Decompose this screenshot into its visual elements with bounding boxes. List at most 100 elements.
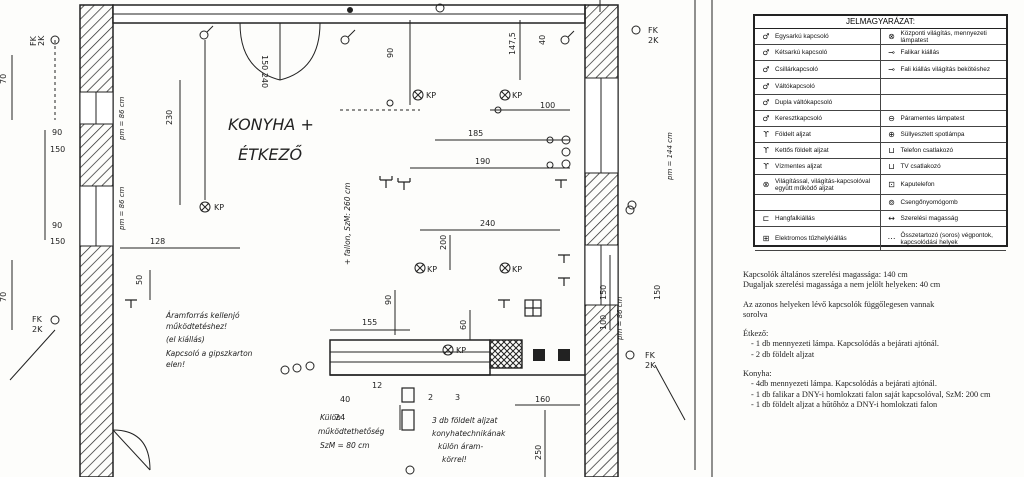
legend-row-right: ⊔ Telefon csatlakozó — [880, 143, 1006, 159]
legend-symbol-icon: ⊸ — [888, 48, 895, 57]
legend-label: Telefon csatlakozó — [900, 147, 954, 154]
legend-label: Kaputelefon — [900, 181, 935, 188]
legend-symbol-icon: ⊕ — [888, 130, 895, 139]
legend-label: Süllyesztett spotlámpa — [900, 131, 965, 138]
etkezo-item: 1 db mennyezeti lámpa. Kapcsolódás a bej… — [751, 339, 1018, 349]
power-note-4: Kapcsoló a gipszkarton — [166, 349, 253, 358]
wall-note-3: SzM = 80 cm — [320, 441, 370, 450]
lamp-kp-5: KP — [499, 262, 522, 274]
legend-symbol-icon: ♂ — [762, 82, 770, 91]
legend-label: Dupla váltókapcsoló — [775, 99, 833, 106]
svg-text:KP: KP — [427, 265, 437, 274]
power-note-5: elen! — [166, 360, 185, 369]
legend-symbol-icon: ϒ — [763, 146, 769, 155]
legend-label: Világítással, világítás-kapcsolóval együ… — [775, 177, 871, 192]
dim-90-a: 90 — [52, 128, 62, 137]
legend-label: Egysarkú kapcsoló — [775, 33, 829, 40]
svg-text:2K: 2K — [37, 35, 46, 46]
legend-label: Páramentes lámpatest — [900, 115, 965, 122]
parapet-right-low: pm = 86 cm — [616, 296, 624, 341]
legend-symbol-icon: ⋯ — [887, 234, 896, 243]
dim-2: 2 — [428, 393, 433, 402]
legend-row-right — [880, 79, 1006, 95]
dim-90-b: 90 — [52, 221, 62, 230]
legend-label: Keresztkapcsoló — [775, 115, 822, 122]
legend-symbol-icon: ϒ — [763, 162, 769, 171]
note-socket-height: Dugaljak szerelési magassága a nem jelöl… — [743, 280, 941, 290]
legend-row-left: ♂Csillárkapcsoló — [755, 61, 881, 79]
dim-100-right: 100 — [599, 315, 608, 330]
power-note-2: működtetéshez! — [166, 322, 227, 331]
dim-60: 60 — [459, 320, 468, 330]
svg-text:2K: 2K — [645, 361, 656, 370]
legend-row-left: ♂ Dupla váltókapcsoló — [755, 95, 881, 111]
legend-row-left: ♂ Váltókapcsoló — [755, 79, 881, 95]
side-markers: FK 2K FK 2K FK 2K FK 2K — [29, 3, 659, 370]
legend-row-right: ⋯ Összetartozó (soros) végpontok, kapcsol… — [880, 227, 1006, 251]
door-top — [239, 22, 321, 81]
dim-150-b: 150 — [50, 237, 65, 246]
dim-100: 100 — [540, 101, 555, 110]
legend-row-left: ♂ Egysarkú kapcsoló — [755, 29, 881, 45]
legend-label: Csillárkapcsoló — [775, 66, 818, 73]
legend-symbol-icon: ⊔ — [888, 146, 895, 155]
sockets-note-2: konyhatechnikának — [432, 429, 506, 438]
legend-label: Összetartozó (soros) végpontok, kapcsoló… — [900, 231, 993, 246]
dim-40-b: 40 — [538, 35, 547, 45]
power-note-1: Áramforrás kellenjó — [165, 311, 240, 320]
dim-200: 200 — [439, 235, 448, 250]
dim-250: 250 — [534, 445, 543, 460]
etkezo-title: Étkező: — [743, 329, 769, 339]
legend: JELMAGYARÁZAT: ♂Egysarkú kapcsoló⊗Közpon… — [753, 14, 1008, 251]
sockets-note-4: körrel! — [442, 455, 467, 464]
legend-row-right: ⊕ Süllyesztett spotlámpa — [880, 127, 1006, 143]
wall-note-1: Külön — [320, 413, 341, 422]
note-switch-height: Kapcsolók általános szerelési magassága:… — [743, 270, 908, 279]
legend-symbol-icon: ♂ — [762, 98, 770, 107]
dim-90-d: 90 — [384, 295, 393, 305]
svg-text:FK: FK — [645, 351, 656, 360]
dim-50: 50 — [135, 275, 144, 285]
svg-text:FK: FK — [32, 315, 43, 324]
legend-row-left: ♂Kétsarkú kapcsoló — [755, 45, 881, 61]
legend-grid: ♂Egysarkú kapcsoló⊗Központi világítás, m… — [755, 29, 1006, 251]
note-vertical-1: Az azonos helyeken lévő kapcsolók függől… — [743, 299, 935, 309]
legend-label: Falikar kiállás — [900, 49, 940, 56]
dim-40: 40 — [340, 395, 350, 404]
konyha-list: 4db mennyezeti lámpa. Kapcsolódás a bejá… — [743, 379, 1018, 410]
dim-24: 24 — [335, 413, 345, 422]
svg-text:KP: KP — [512, 265, 522, 274]
svg-text:FK: FK — [648, 26, 659, 35]
legend-label: Váltókapcsoló — [775, 83, 815, 90]
legend-row-right — [880, 95, 1006, 111]
legend-symbol-icon: ♂ — [762, 32, 770, 41]
dim-155: 155 — [362, 318, 377, 327]
legend-row-right: ⊔TV csatlakozó — [880, 159, 1006, 175]
konyha-item: 4db mennyezeti lámpa. Kapcsolódás a bejá… — [751, 379, 1018, 389]
lamp-kp-6: KP — [442, 344, 466, 356]
legend-symbol-icon: ⊖ — [888, 114, 895, 123]
legend-symbol-icon: ↔ — [888, 214, 895, 223]
wall-note-2: működtethetőség — [318, 427, 385, 436]
legend-row-left: ϒ Vízmentes aljzat — [755, 159, 881, 175]
dim-150-240: 150 240 — [260, 55, 269, 88]
dim-128: 128 — [150, 237, 165, 246]
legend-title: JELMAGYARÁZAT: — [755, 16, 1006, 29]
lamp-kp-4: KP — [414, 262, 437, 274]
legend-label: Elektromos tűzhelykiállás — [775, 235, 847, 242]
socket-symbols — [125, 176, 570, 431]
parapet-right: pm = 144 cm — [666, 132, 674, 181]
legend-symbol-icon: ⊡ — [888, 180, 895, 189]
lamp-kp-2: KP — [412, 89, 436, 101]
legend-label: Csengőnyomógomb — [900, 199, 958, 206]
legend-row-left: ⊗Világítással, világítás-kapcsolóval egy… — [755, 175, 881, 195]
notes: Kapcsolók általános szerelési magassága:… — [743, 270, 1018, 410]
legend-label: Vízmentes aljzat — [775, 163, 822, 170]
dim-150-right-2: 150 — [653, 285, 662, 300]
etkezo-item: 2 db földelt aljzat — [751, 350, 1018, 360]
note-vertical-2: sorolva — [743, 309, 768, 319]
legend-row-right: ⊸Fali kiállás világítás bekötéshez — [880, 61, 1006, 79]
legend-label: Hangfalkiállás — [775, 215, 815, 222]
